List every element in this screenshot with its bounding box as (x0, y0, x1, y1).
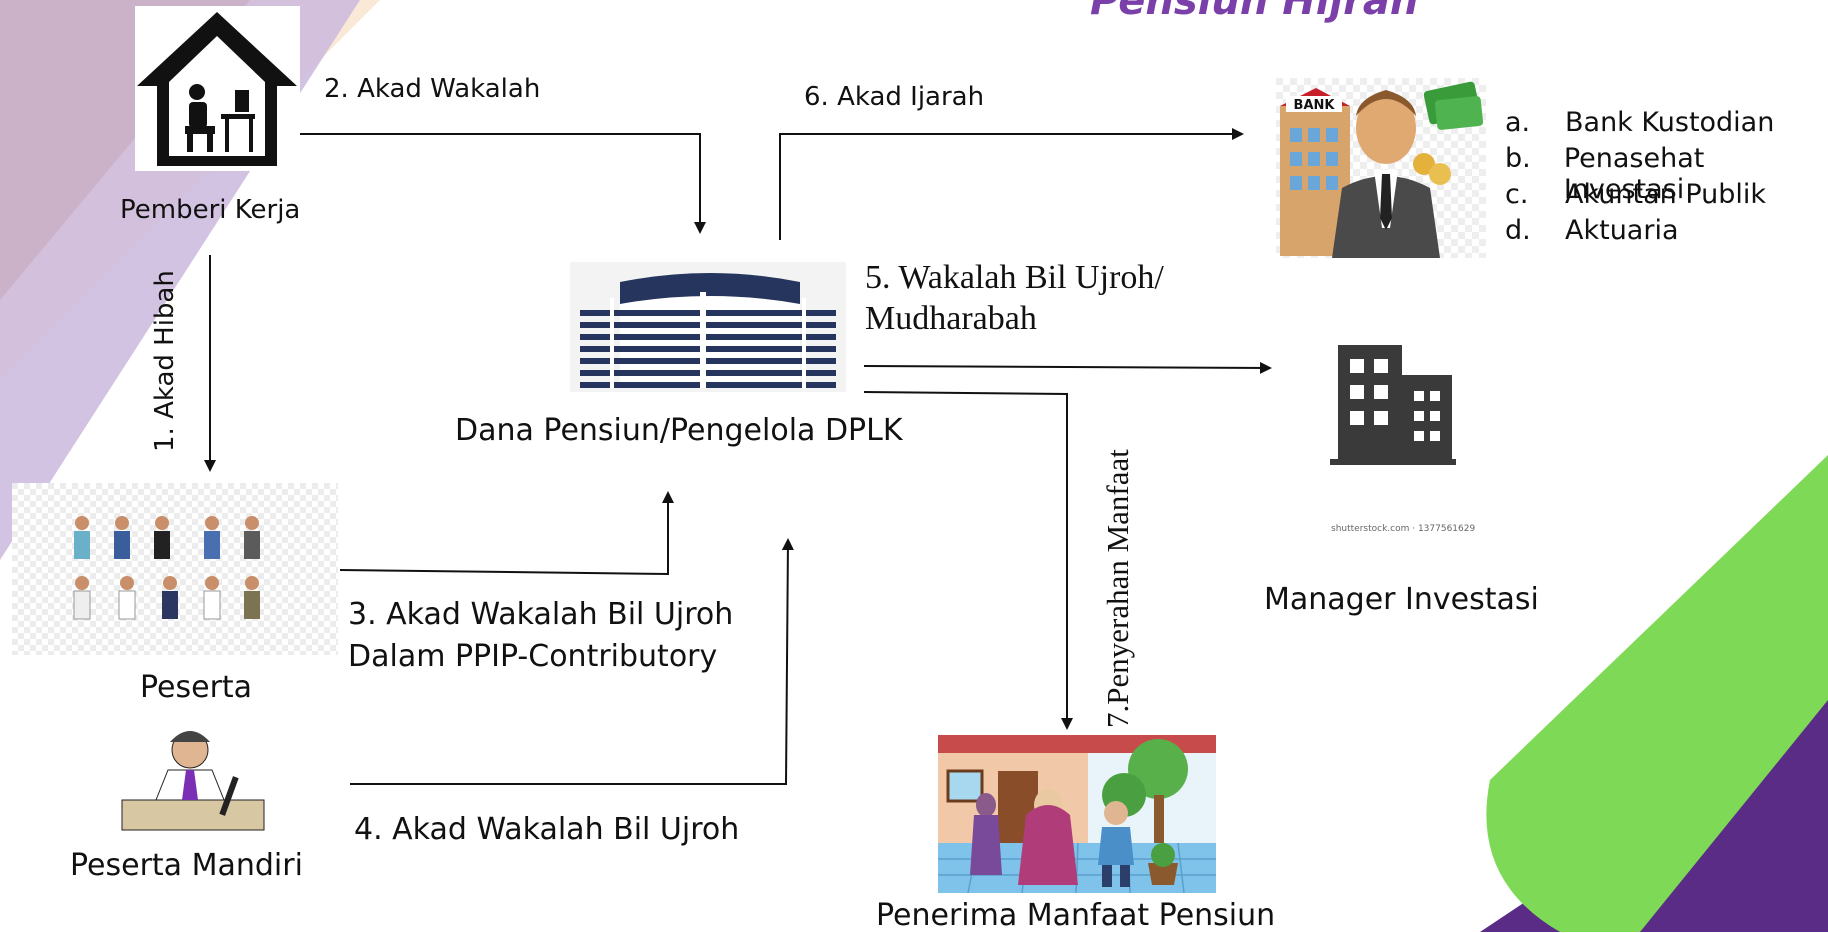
services-list: a. Bank Kustodian b. Penasehat Investasi c… (1505, 107, 1828, 251)
node-dana-pensiun: Dana Pensiun/Pengelola DPLK (455, 413, 903, 448)
node-manager-investasi: Manager Investasi (1264, 582, 1539, 617)
worker-figures (73, 516, 260, 620)
arrow-akad-wakalah (298, 133, 706, 234)
service-letter: d. (1505, 215, 1531, 246)
edge-label-wakalah-line2: Mudharabah (865, 300, 1037, 337)
arrow-penyerahan-manfaat (863, 391, 1073, 730)
diagram-title: Pensiun Hijrah (1090, 0, 1419, 24)
edge-label-akad-wakalah: 2. Akad Wakalah (324, 74, 541, 104)
employer-house-icon (135, 6, 300, 171)
service-label: Bank Kustodian (1565, 107, 1775, 138)
service-letter: b. (1505, 143, 1531, 174)
service-item: a. Bank Kustodian (1505, 107, 1828, 143)
pension-beneficiary-image (938, 735, 1216, 893)
office-building-icon (1330, 345, 1456, 465)
arrow-akad-ijarah (779, 128, 1244, 240)
bank-sign: BANK (1294, 98, 1336, 113)
arrow-akad-wakalah-bil-ujroh-4 (350, 538, 794, 785)
financial-services-image: BANK (1276, 78, 1486, 258)
arrow-wakalah-mudharabah (863, 361, 1272, 374)
service-letter: c. (1505, 179, 1529, 210)
edge-label-akad-ijarah: 6. Akad Ijarah (804, 82, 985, 112)
node-pemberi-kerja: Pemberi Kerja (120, 195, 301, 225)
service-label: Akuntan Publik (1565, 179, 1767, 210)
edge-label-wakalah-line1: 5. Wakalah Bil Ujroh/ (865, 259, 1164, 296)
dark-purple-overlay (1640, 700, 1828, 932)
node-peserta: Peserta (140, 670, 253, 705)
independent-participant-image (121, 731, 265, 831)
edge-label-akad-wakalah-bil-ujroh-line2: Dalam PPIP-Contributory (348, 639, 718, 674)
node-peserta-mandiri: Peserta Mandiri (70, 848, 303, 883)
building-stripes (580, 310, 836, 388)
node-penerima-manfaat: Penerima Manfaat Pensiun (876, 898, 1276, 933)
service-item: b. Penasehat Investasi (1505, 143, 1828, 205)
service-label: Penasehat Investasi (1563, 143, 1705, 205)
edge-label-akad-wakalah-bil-ujroh-4: 4. Akad Wakalah Bil Ujroh (354, 812, 740, 847)
service-item: c. Akuntan Publik (1505, 179, 1828, 215)
service-letter: a. (1505, 107, 1531, 138)
service-label: Aktuaria (1565, 215, 1679, 246)
edge-label-penyerahan-manfaat: 7.Penyerahan Manfaat (1100, 449, 1135, 728)
arrow-akad-wakalah-bil-ujroh-3 (339, 491, 674, 576)
edge-label-akad-hibah: 1. Akad Hibah (150, 270, 180, 452)
pension-fund-building-icon (570, 262, 846, 392)
service-item: d. Aktuaria (1505, 215, 1828, 251)
stock-credit: shutterstock.com · 1377561629 (1331, 524, 1476, 534)
participants-group-image (12, 483, 338, 655)
edge-label-akad-wakalah-bil-ujroh-line1: 3. Akad Wakalah Bil Ujroh (348, 597, 734, 632)
